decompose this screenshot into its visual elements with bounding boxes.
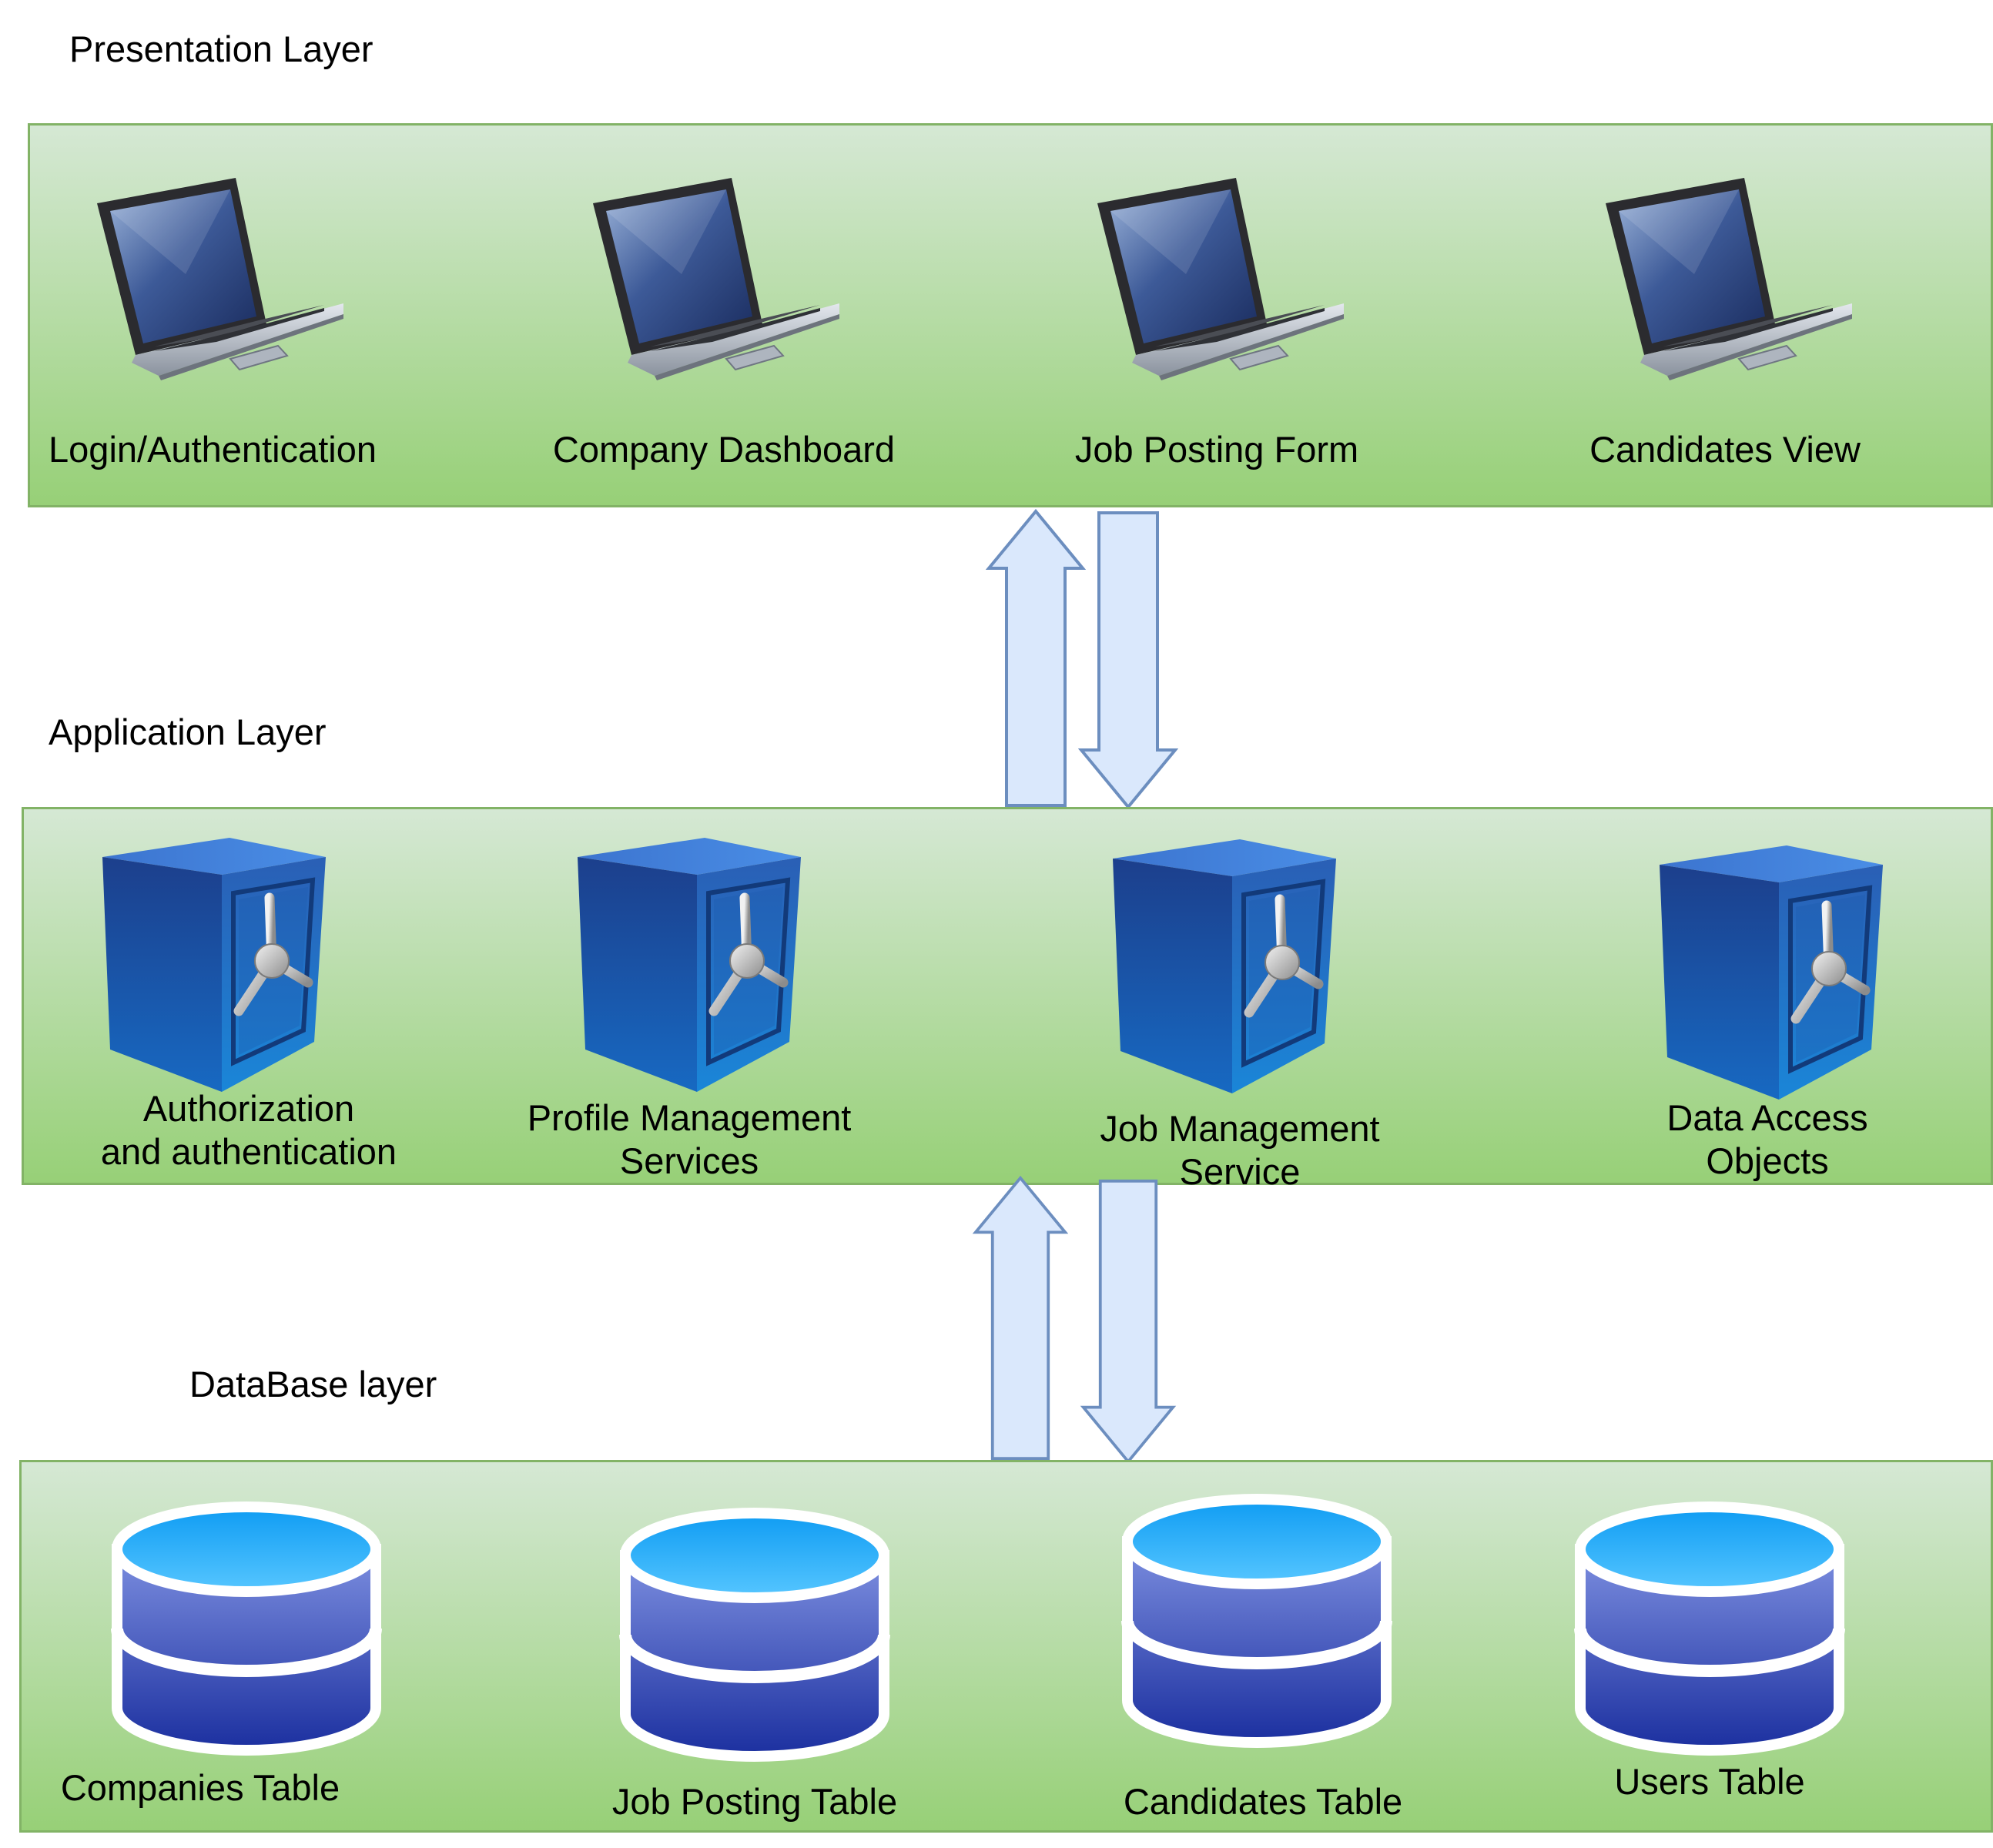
presentation-node-label: Job Posting Form (1074, 429, 1359, 470)
safe-icon (99, 838, 330, 1092)
database-node-companies-table[interactable]: Companies Table (19, 1460, 481, 1833)
application-layer-title: Application Layer (49, 711, 327, 752)
presentation-application-up-arrow (986, 508, 1086, 808)
application-node-label: Job Management Service (1100, 1108, 1380, 1192)
laptop-icon (1602, 174, 1856, 382)
presentation-node-job-posting-form[interactable]: Job Posting Form (1001, 123, 1463, 507)
application-node-label: Profile Management Services (527, 1097, 852, 1181)
database-icon (1571, 1502, 1848, 1756)
presentation-layer-title: Presentation Layer (69, 28, 373, 69)
safe-icon (574, 838, 805, 1092)
database-node-label: Users Table (1614, 1761, 1805, 1802)
database-node-job-posting-table[interactable]: Job Posting Table (524, 1460, 986, 1833)
laptop-icon (589, 174, 843, 382)
database-node-users-table[interactable]: Users Table (1540, 1460, 1971, 1833)
safe-icon (1109, 839, 1340, 1093)
presentation-node-label: Login/Authentication (49, 429, 377, 470)
database-node-label: Job Posting Table (611, 1781, 898, 1822)
application-node-job-management[interactable]: Job Management Service (1078, 807, 1556, 1192)
database-node-label: Companies Table (60, 1767, 340, 1808)
database-icon (616, 1508, 893, 1762)
presentation-application-down-arrow (1078, 510, 1178, 810)
application-database-up-arrow (970, 1175, 1070, 1461)
application-node-authorization[interactable]: Authorization and authentication (22, 807, 484, 1185)
database-layer-title: DataBase layer (189, 1364, 437, 1404)
presentation-node-label: Candidates View (1589, 429, 1861, 470)
application-node-data-access-objects[interactable]: Data Access Objects (1617, 807, 1987, 1185)
laptop-icon (93, 174, 347, 382)
application-node-profile-management[interactable]: Profile Management Services (493, 807, 970, 1185)
database-icon (108, 1502, 385, 1756)
database-icon (1118, 1494, 1395, 1748)
presentation-node-login[interactable]: Login/Authentication (28, 123, 490, 507)
application-node-label: Authorization and authentication (100, 1088, 397, 1172)
laptop-icon (1094, 174, 1348, 382)
database-node-label: Candidates Table (1123, 1781, 1403, 1822)
database-node-candidates-table[interactable]: Candidates Table (1032, 1460, 1494, 1833)
application-node-label: Data Access Objects (1666, 1097, 1868, 1181)
presentation-node-label: Company Dashboard (552, 429, 896, 470)
presentation-node-company-dashboard[interactable]: Company Dashboard (508, 123, 970, 507)
presentation-node-candidates-view[interactable]: Candidates View (1509, 123, 1971, 507)
application-database-down-arrow (1078, 1178, 1178, 1465)
safe-icon (1656, 845, 1887, 1100)
